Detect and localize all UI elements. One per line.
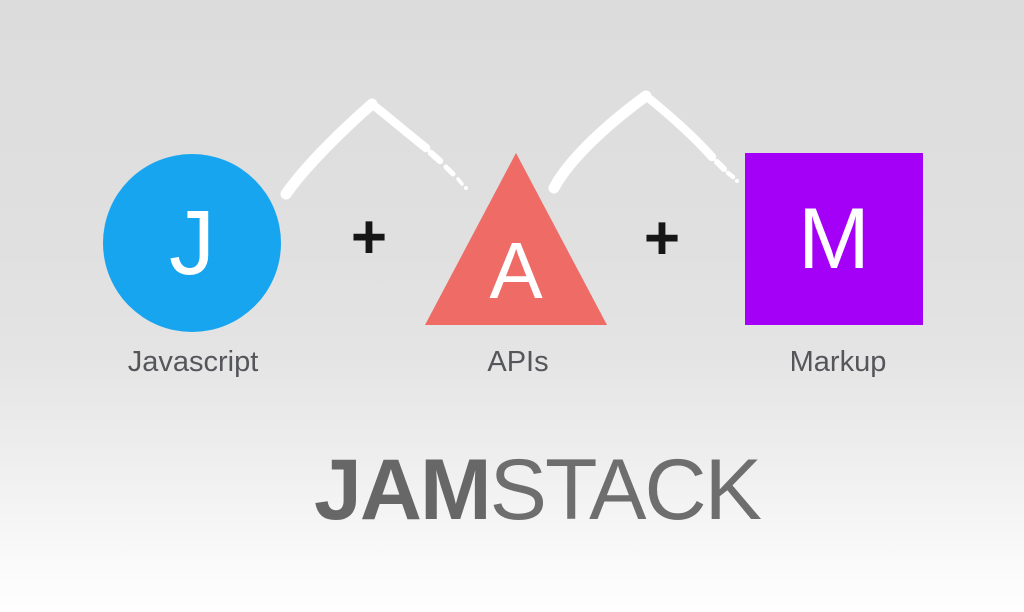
apis-triangle-icon: A — [425, 153, 607, 325]
plus-icon: + — [643, 204, 681, 273]
triangle-shape — [425, 153, 607, 325]
jamstack-title-regular: STACK — [489, 442, 762, 538]
javascript-letter: J — [169, 192, 215, 294]
markup-label: Markup — [789, 346, 887, 378]
apis-label: APIs — [487, 346, 549, 378]
markup-square-icon: M — [745, 153, 923, 325]
jamstack-title: JAMSTACK — [314, 447, 762, 533]
jamstack-title-bold: JAM — [314, 442, 492, 538]
javascript-circle-icon: J — [103, 154, 281, 332]
plus-icon: + — [350, 203, 388, 272]
apis-letter: A — [489, 226, 543, 315]
javascript-label: Javascript — [127, 346, 259, 378]
markup-letter: M — [798, 191, 870, 287]
